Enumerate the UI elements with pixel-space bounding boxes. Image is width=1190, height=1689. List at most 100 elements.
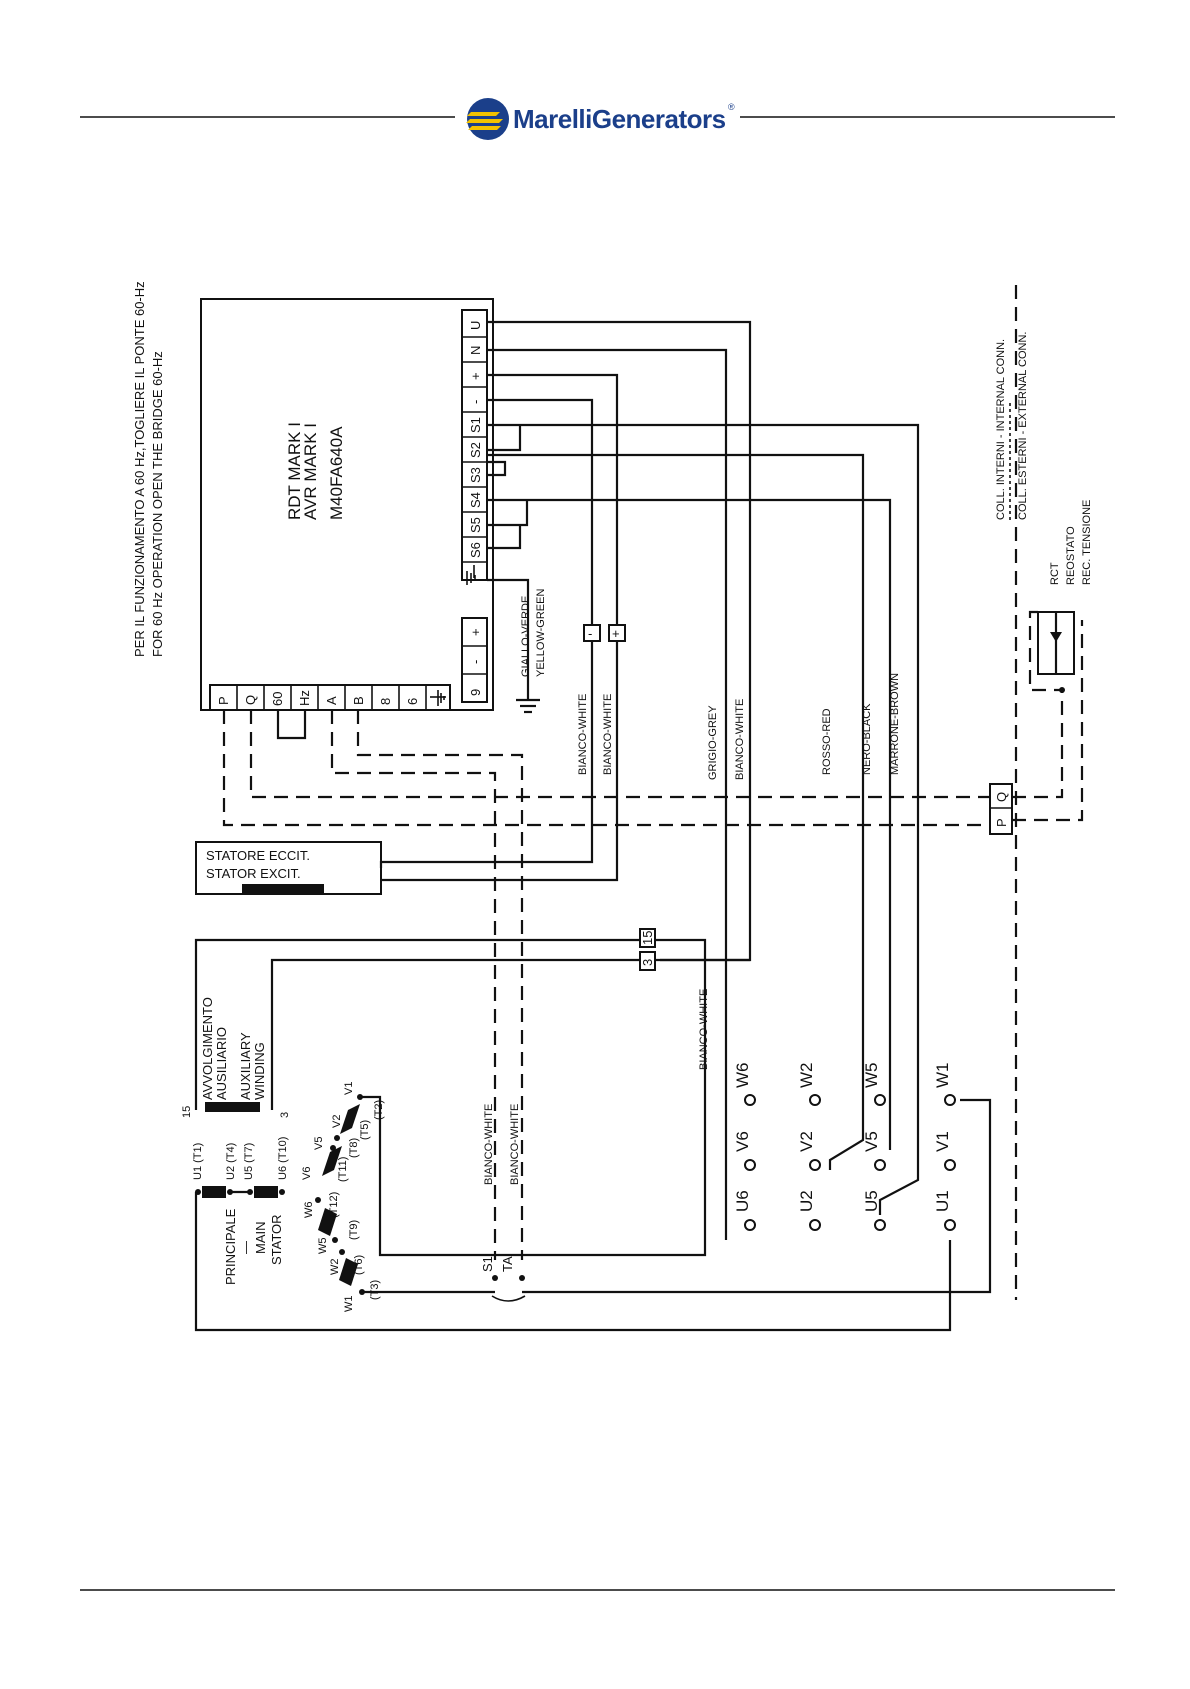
rct-rheostat-icon xyxy=(1028,610,1075,693)
term-b-plus: + xyxy=(468,628,483,636)
svg-text:W6: W6 xyxy=(303,1202,315,1219)
term-minus: - xyxy=(468,400,483,404)
avr-title-1: RDT MARK I xyxy=(285,422,304,520)
svg-text:V2: V2 xyxy=(797,1131,816,1152)
svg-text:3: 3 xyxy=(279,1112,291,1118)
term-b-minus: - xyxy=(468,660,483,664)
svg-text:AUSILIARIO: AUSILIARIO xyxy=(214,1027,229,1100)
term-60: 60 xyxy=(270,692,285,706)
svg-text:WINDING: WINDING xyxy=(252,1042,267,1100)
ground-wire xyxy=(487,578,530,700)
svg-text:+: + xyxy=(612,626,620,641)
svg-text:W2: W2 xyxy=(329,1259,341,1276)
svg-text:S1: S1 xyxy=(480,1256,495,1272)
wire-s2 xyxy=(487,453,865,1128)
svg-text:U2 (T4): U2 (T4) xyxy=(225,1143,237,1180)
avr-title-3: M40FA640A xyxy=(327,426,346,520)
term-p: P xyxy=(216,696,231,705)
svg-text:BIANCO-WHITE: BIANCO-WHITE xyxy=(483,1104,495,1185)
dash-b xyxy=(356,710,524,1260)
svg-text:(T3): (T3) xyxy=(369,1280,381,1300)
label-rosso: ROSSO-RED xyxy=(821,708,833,775)
svg-text:AVVOLGIMENTO: AVVOLGIMENTO xyxy=(200,997,215,1100)
svg-text:BIANCO-WHITE: BIANCO-WHITE xyxy=(509,1104,521,1185)
svg-text:V1: V1 xyxy=(933,1131,952,1152)
bridge-60hz xyxy=(276,710,307,740)
term-s3: S3 xyxy=(468,467,483,483)
wire-plus xyxy=(487,373,619,625)
label-bianco-2: BIANCO-WHITE xyxy=(602,694,614,775)
label-marrone: MARRONE-BROWN xyxy=(889,673,901,775)
avr-top-terminals: U N + - S1 S2 S3 S4 S5 S6 xyxy=(462,321,487,585)
svg-text:W1: W1 xyxy=(933,1063,952,1089)
svg-text:U1: U1 xyxy=(933,1190,952,1212)
svg-text:U5 (T7): U5 (T7) xyxy=(243,1143,255,1180)
exciter-coil xyxy=(242,884,324,894)
main-stator: PRINCIPALE — MAIN STATOR U1 (T1) U2 (T4)… xyxy=(192,1082,992,1332)
svg-text:V5: V5 xyxy=(313,1137,325,1150)
terminal-block-15 xyxy=(639,928,656,948)
svg-text:W5: W5 xyxy=(862,1063,881,1089)
wire-s4 xyxy=(487,498,892,1115)
remote-p: P xyxy=(994,818,1009,827)
avr-regulator: RDT MARK I AVR MARK I M40FA640A U N + - … xyxy=(200,298,494,711)
label-bianco-4: BIANCO-WHITE xyxy=(698,989,710,1070)
aux-wire-15 xyxy=(194,938,640,1110)
term-6: 6 xyxy=(405,698,420,705)
svg-text:V2: V2 xyxy=(331,1115,343,1128)
legend-external: COLL. ESTERNI - EXTERNAL CONN. xyxy=(1017,332,1029,520)
exciter-label-en: STATOR EXCIT. xyxy=(206,866,301,881)
svg-text:W6: W6 xyxy=(733,1063,752,1089)
brand-logo-icon xyxy=(466,98,509,140)
label-grigio: GRIGIO-GREY xyxy=(707,705,719,780)
wire-minus xyxy=(487,398,594,625)
exciter-label-it: STATORE ECCIT. xyxy=(206,848,310,863)
aux-coil xyxy=(205,1102,260,1112)
avr-box xyxy=(200,298,494,711)
svg-text:V6: V6 xyxy=(301,1167,313,1180)
wire-n xyxy=(487,348,728,1240)
legend-internal: COLL. INTERNI - INTERNAL CONN. xyxy=(995,339,1007,520)
wire-s1 xyxy=(487,423,920,1100)
term-s1: S1 xyxy=(468,417,483,433)
term-hz: Hz xyxy=(297,690,312,706)
svg-text:(T12): (T12) xyxy=(328,1192,340,1218)
brand-name: MarelliGenerators xyxy=(513,104,726,134)
term-s4: S4 xyxy=(468,492,483,508)
ground-icon xyxy=(466,565,476,585)
svg-text:(T9): (T9) xyxy=(348,1220,360,1240)
dash-a xyxy=(330,710,497,1260)
label-bianco-3: BIANCO-WHITE xyxy=(734,699,746,780)
term-u: U xyxy=(468,321,483,330)
term-8: 8 xyxy=(378,698,393,705)
svg-text:V5: V5 xyxy=(862,1131,881,1152)
svg-text:TA: TA xyxy=(500,1256,515,1272)
dash-p xyxy=(222,710,990,827)
term-s6: S6 xyxy=(468,542,483,558)
svg-text:U1 (T1): U1 (T1) xyxy=(192,1143,204,1180)
svg-text:U5: U5 xyxy=(862,1190,881,1212)
term-n: N xyxy=(468,346,483,355)
term-plus: + xyxy=(468,372,483,380)
term-a: A xyxy=(324,696,339,705)
svg-text:3: 3 xyxy=(640,959,655,966)
svg-text:V1: V1 xyxy=(343,1082,355,1095)
svg-text:(T11): (T11) xyxy=(337,1157,349,1182)
svg-text:W1: W1 xyxy=(343,1296,355,1313)
label-nero: NERO-BLACK xyxy=(861,703,873,775)
svg-text:W2: W2 xyxy=(797,1063,816,1089)
reostato-label: REOSTATO xyxy=(1065,526,1077,585)
ground-icon-left xyxy=(430,690,446,706)
svg-text:MAIN: MAIN xyxy=(253,1222,268,1255)
svg-text:(T6): (T6) xyxy=(353,1255,365,1275)
registered-mark: ® xyxy=(728,102,735,112)
rec-tensione-label: REC. TENSIONE xyxy=(1081,500,1093,585)
svg-text:—: — xyxy=(238,1241,253,1254)
dash-q xyxy=(249,710,990,799)
svg-text:15: 15 xyxy=(181,1106,193,1118)
svg-text:(T5): (T5) xyxy=(359,1120,371,1140)
label-giallo-verde: GIALLO-VERDE xyxy=(520,596,532,677)
remote-pq-box xyxy=(989,783,1013,835)
